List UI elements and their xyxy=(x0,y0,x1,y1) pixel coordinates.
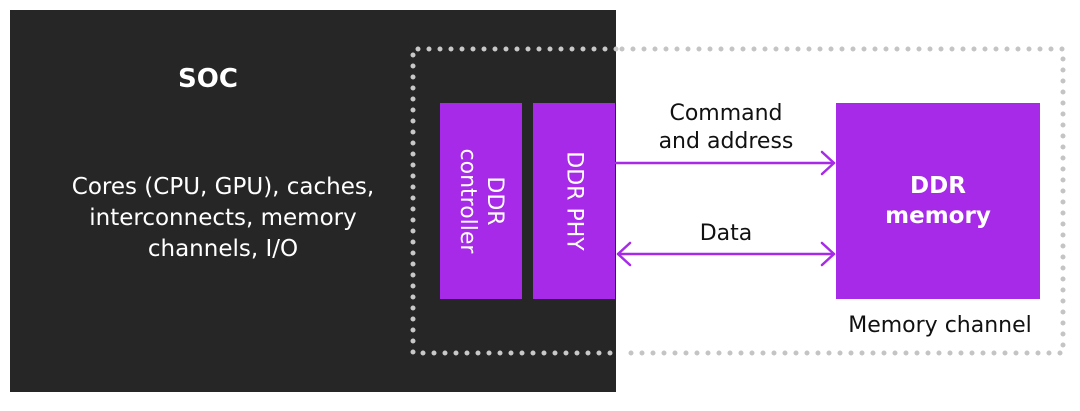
memory-channel-boundary-light xyxy=(619,46,1066,356)
data-label: Data xyxy=(699,221,753,246)
ddr-memory-block: DDR memory xyxy=(836,103,1040,299)
soc-description-line-2: interconnects, memory xyxy=(89,205,357,231)
ddr-memory-line-2: memory xyxy=(885,203,991,229)
soc-description: Cores (CPU, GPU), caches, interconnects,… xyxy=(10,172,436,265)
memory-channel-boundary-dark xyxy=(410,46,619,356)
command-address-label: Command and address xyxy=(626,100,826,156)
soc-title: SOC xyxy=(178,64,238,94)
command-address-line-2: and address xyxy=(658,129,794,154)
ddr-controller-block: DDR controller xyxy=(440,103,522,299)
command-address-arrow xyxy=(614,150,836,176)
ddr-phy-block: DDR PHY xyxy=(533,103,615,299)
memory-channel-label: Memory channel xyxy=(848,313,1032,338)
ddr-memory-line-1: DDR xyxy=(910,173,966,199)
command-address-line-1: Command xyxy=(669,101,783,126)
soc-description-line-3: channels, I/O xyxy=(147,236,299,262)
ddr-memory-label: DDR memory xyxy=(836,171,1040,231)
data-arrow xyxy=(616,241,836,267)
soc-description-line-1: Cores (CPU, GPU), caches, xyxy=(71,174,375,200)
